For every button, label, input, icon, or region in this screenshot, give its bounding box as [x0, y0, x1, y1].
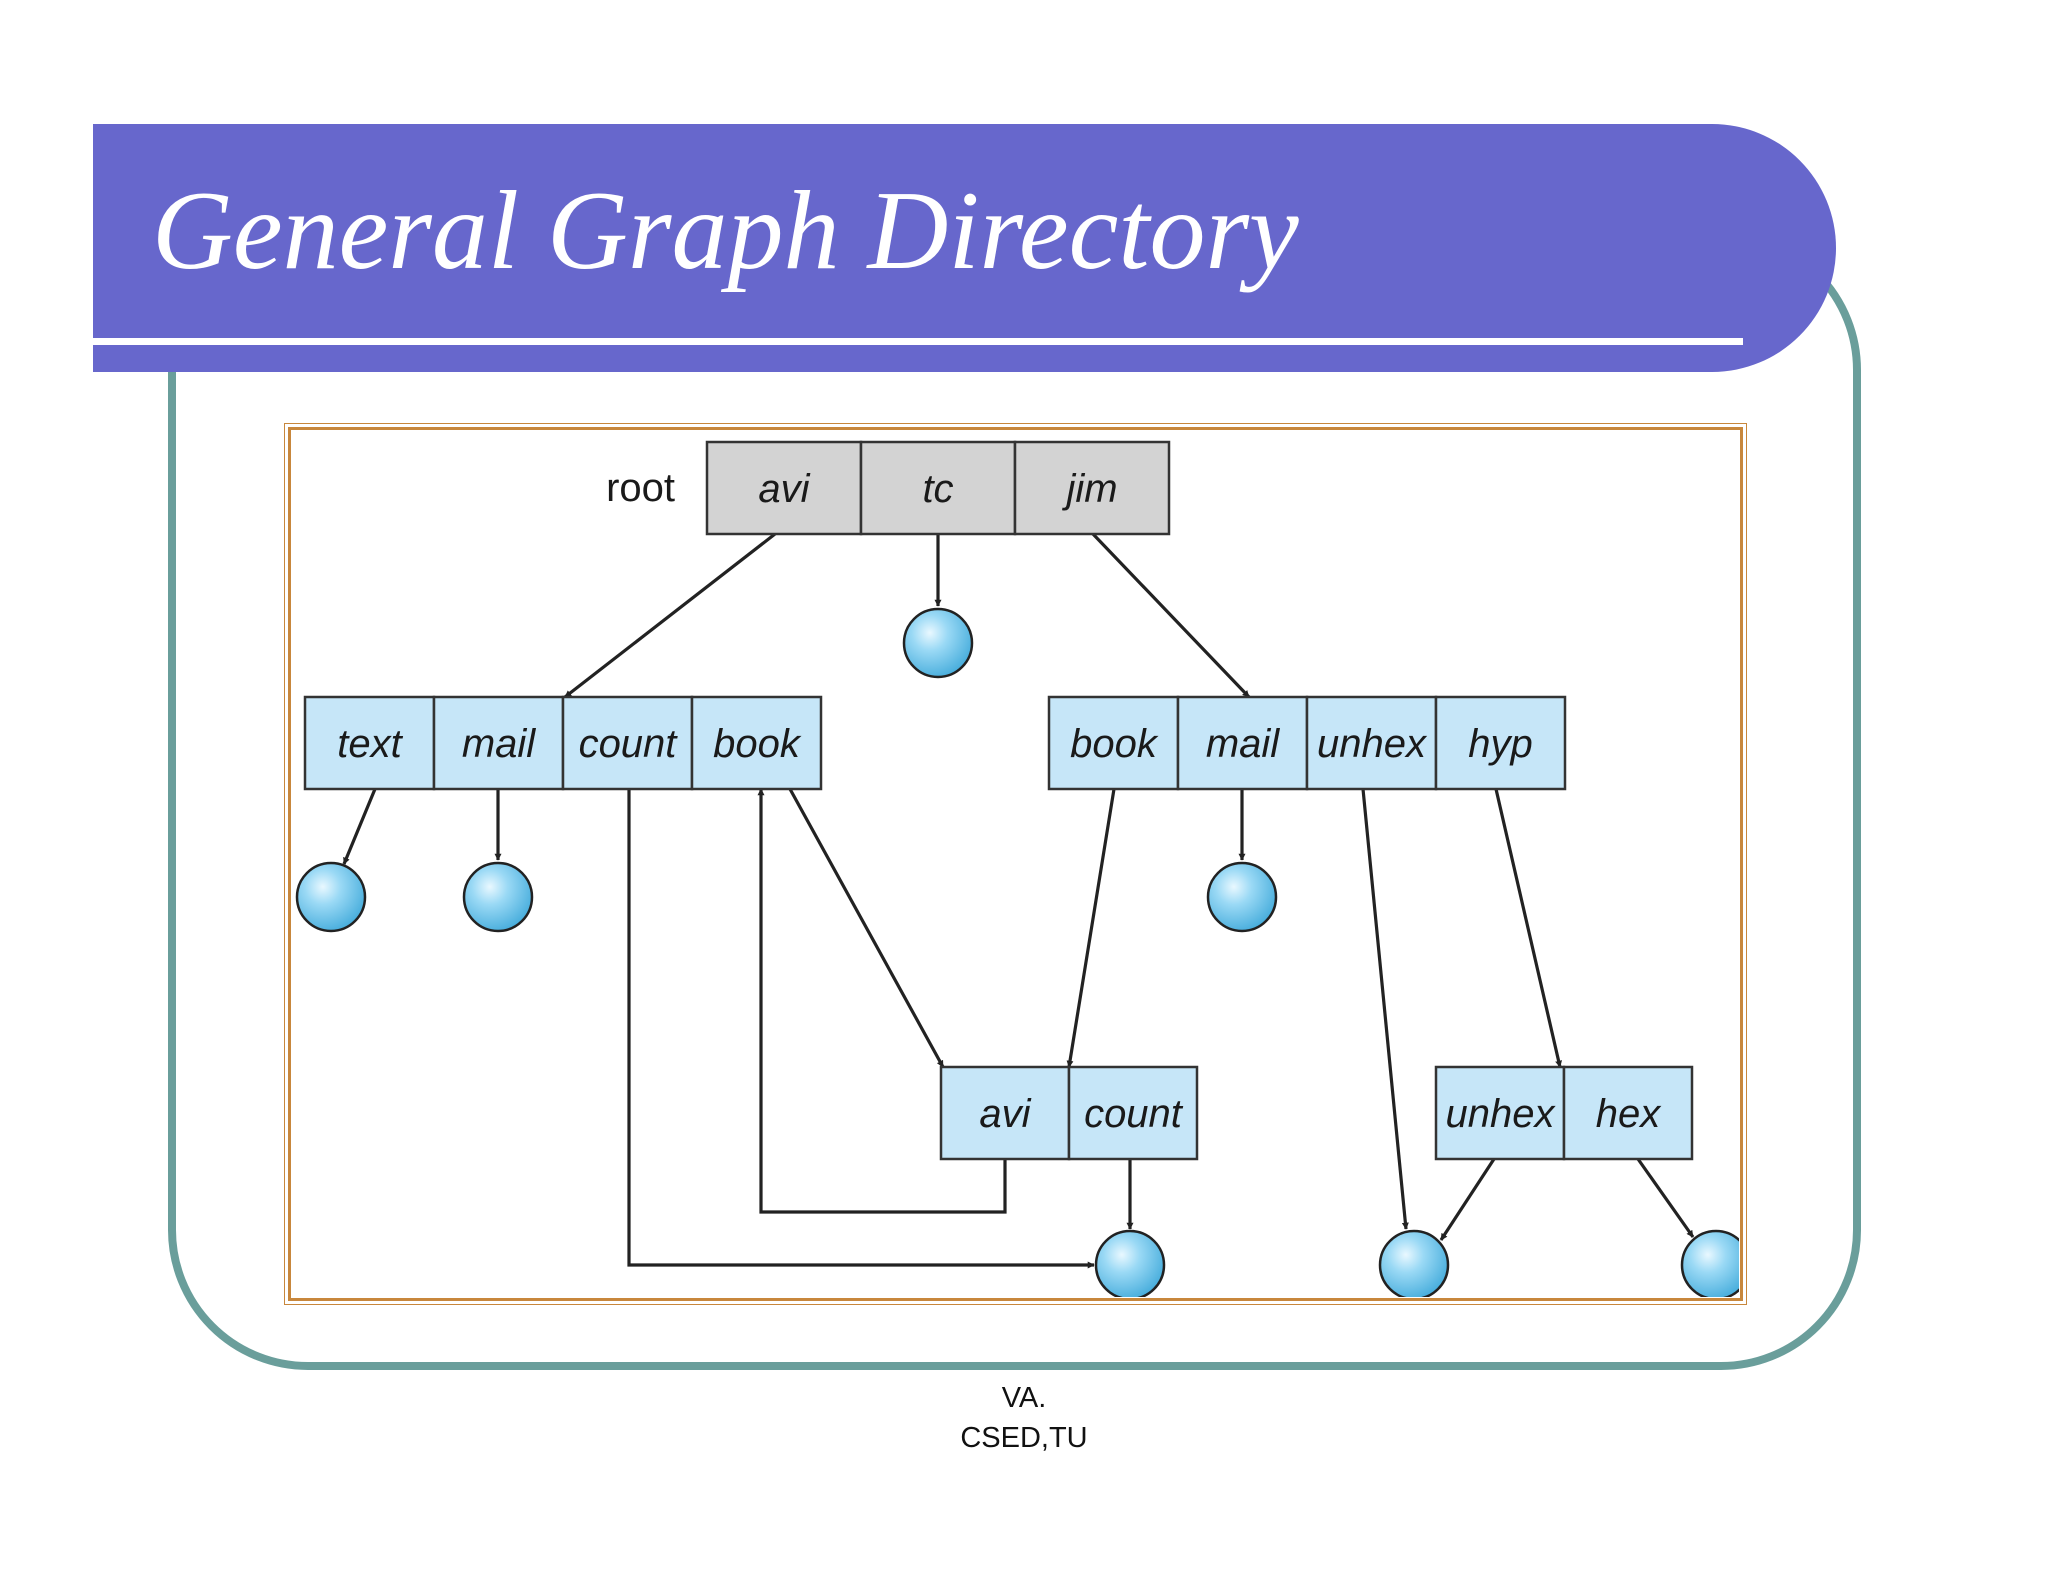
title-banner: [93, 124, 1836, 372]
file-node-mail[interactable]: [462, 861, 534, 933]
link-book-dir-avi-to-avi-dir-book: [757, 788, 1007, 1214]
directory-entry-cell[interactable]: [1176, 695, 1309, 791]
link-jim-dir-book-to-book-dir: [1066, 788, 1116, 1068]
directory-entry-label: unhex: [1317, 722, 1428, 766]
directory-entry-label: unhex: [1446, 1092, 1557, 1136]
directory-entry-cell[interactable]: [690, 695, 823, 791]
footer: VA. CSED,TU: [0, 1378, 2048, 1458]
directory-entry-label: jim: [1061, 467, 1117, 511]
link-root-jim-to-jim-dir: [1091, 532, 1251, 699]
title-underline: [93, 338, 1743, 345]
root-label: root: [606, 466, 675, 510]
files-layer: [295, 607, 1750, 1299]
directory-entry-cell[interactable]: [939, 1065, 1071, 1161]
file-node-hex[interactable]: [1680, 1229, 1750, 1299]
directory-entry-label: hex: [1596, 1092, 1662, 1136]
file-node-tc[interactable]: [902, 607, 974, 679]
directory-entry-cell[interactable]: [1562, 1065, 1694, 1161]
links-layer: [342, 532, 1695, 1269]
directory-entry-cell[interactable]: [1305, 695, 1438, 791]
slide-title: General Graph Directory: [152, 169, 1299, 293]
directory-entry-label: mail: [1206, 722, 1280, 766]
directory-entry-label: count: [1084, 1092, 1184, 1136]
directory-entry-cell[interactable]: [432, 695, 565, 791]
directory-entry-label: mail: [462, 722, 536, 766]
directory-jim-dir: book mail unhex hyp: [1047, 695, 1567, 791]
directory-entry-label: hyp: [1468, 722, 1533, 766]
link-avi-dir-count-to-file-count: [627, 789, 1095, 1269]
directory-entry-cell[interactable]: [1067, 1065, 1199, 1161]
file-node-text[interactable]: [295, 861, 367, 933]
footer-line-1: VA.: [1001, 1382, 1047, 1414]
directory-entry-cell[interactable]: [303, 695, 436, 791]
file-node-unhex[interactable]: [1378, 1229, 1450, 1299]
file-node-count[interactable]: [1094, 1229, 1166, 1299]
directory-entry-label: count: [579, 722, 679, 766]
directory-root: avi tc jim: [705, 440, 1171, 536]
link-hyp-dir-hex-to-file-hex: [1636, 1158, 1695, 1238]
directory-entry-label: avi: [758, 467, 810, 511]
directory-hyp-dir: unhex hex: [1434, 1065, 1694, 1161]
link-jim-dir-unhex-to-file-unhex: [1361, 788, 1409, 1230]
directory-entry-cell[interactable]: [1013, 440, 1171, 536]
directory-entry-label: avi: [979, 1092, 1031, 1136]
link-hyp-dir-unhex-to-file-unhex: [1439, 1158, 1496, 1241]
link-avi-dir-text-to-file-text: [342, 788, 377, 865]
directory-entry-cell[interactable]: [1047, 695, 1180, 791]
footer-line-2: CSED,TU: [960, 1422, 1088, 1454]
directory-entry-cell[interactable]: [1434, 1065, 1566, 1161]
directory-entry-label: tc: [922, 467, 953, 511]
link-root-avi-to-avi-dir: [564, 532, 776, 699]
file-node-jim-mail[interactable]: [1206, 861, 1278, 933]
directory-entry-label: text: [337, 722, 403, 766]
link-jim-dir-hyp-to-hyp-dir: [1494, 788, 1562, 1068]
directory-book-dir: avi count: [939, 1065, 1199, 1161]
link-avi-dir-book-to-book-dir: [788, 788, 945, 1068]
directory-entry-cell[interactable]: [1434, 695, 1567, 791]
directory-avi-dir: text mail count book: [303, 695, 823, 791]
directory-entry-label: book: [713, 722, 802, 766]
directory-entry-label: book: [1070, 722, 1159, 766]
